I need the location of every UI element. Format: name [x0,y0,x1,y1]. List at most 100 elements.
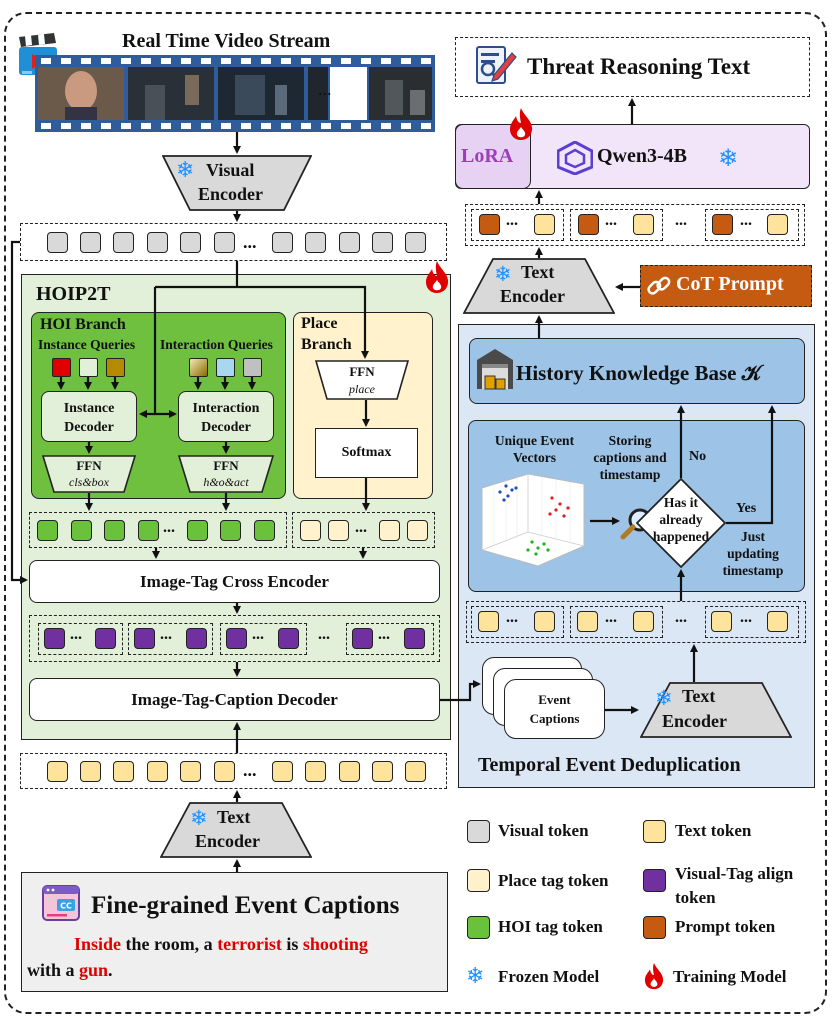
visual-token [180,232,201,253]
instance-decoder-line2: Decoder [64,420,114,435]
align-token [404,628,425,649]
prompt-token-group [570,209,663,241]
visual-encoder-line2: Encoder [198,184,263,204]
instance-decoder-line1: Instance [63,401,115,416]
text-encoder-bottom-line2: Encoder [195,831,260,851]
text-encoder-bottom-line1: Text [217,807,251,827]
prompt-token-group [471,209,564,241]
legend-hoi-tag-token: HOI tag token [498,917,603,936]
hoi-tag-token [220,520,241,541]
qwen-model-label: Qwen3-4B [597,145,687,167]
prompt-token-group [705,209,799,241]
prompt-token [578,214,599,235]
ted-text-encoder-line1: Text [682,686,716,706]
interaction-query-token [216,358,235,377]
interaction-decoder: Interaction Decoder [178,391,274,442]
softmax-box: Softmax [315,428,418,478]
align-token [95,628,116,649]
text-token [478,611,499,632]
yes-label: Yes [736,501,757,516]
ffn-cls-box-sub: cls&box [69,475,109,489]
cot-prompt-label: CoT Prompt [676,273,784,295]
lora-training-flame-icon [508,107,534,146]
ted-token-group [471,606,564,638]
caption-word: . [108,960,113,980]
image-tag-caption-decoder: Image-Tag-Caption Decoder [29,678,440,721]
caption-word: Inside [74,934,122,954]
text-token [633,214,654,235]
just-updating-line1: Just [740,529,765,544]
align-token-group [38,623,123,655]
align-token-group [220,623,307,655]
captions-box-title: Fine-grained Event Captions [91,892,400,919]
visual-token [113,232,134,253]
hoi-token-ellipsis: ... [163,519,175,536]
cross-encoder-label: Image-Tag Cross Encoder [140,572,329,591]
text-token [534,214,555,235]
prompt-token [479,214,500,235]
unique-vectors-line2: Vectors [513,450,556,465]
legend-place-tag-swatch [467,869,490,892]
instance-decoder: Instance Decoder [41,391,137,442]
fine-grained-captions-box [21,872,448,992]
visual-token [305,232,326,253]
caption-decoder-label: Image-Tag-Caption Decoder [131,690,338,709]
event-captions-doc: Event Captions [504,679,605,739]
ted-token-group [570,606,663,638]
chain-link-icon [646,273,672,304]
decision-text: Has it already happened [646,494,716,545]
visual-token [372,232,393,253]
group-ellipsis: ... [506,212,518,229]
place-token-ellipsis: ... [355,519,367,536]
text-token [534,611,555,632]
hoi-tag-token [71,520,92,541]
align-group-ellipsis: ... [70,626,82,643]
place-tag-token [379,520,400,541]
ffn-place-sub: place [349,382,375,396]
prompt-text-token-row [465,204,805,246]
softmax-label: Softmax [341,445,392,460]
just-updating-line2: updating [727,546,779,561]
storing-line1: Storing [608,433,652,448]
visual-token [214,232,235,253]
ffn-place-shape [315,360,409,400]
legend-align-token-swatch [643,869,666,892]
align-token-row [29,615,440,662]
interaction-query-token [243,358,262,377]
caption-sentence-line1: Inside the room, a terrorist is shooting [74,934,368,955]
threat-reasoning-title: Threat Reasoning Text [527,54,751,79]
legend-text-token: Text token [675,821,752,840]
text-encoder-top-shape [463,258,615,314]
visual-token [47,232,68,253]
video-caption-icon: CC [41,883,81,928]
legend-visual-token-swatch [467,820,490,843]
place-tag-token [407,520,428,541]
lora-label: LoRA [461,145,514,167]
just-updating-line3: timestamp [722,563,784,578]
decision-diamond [636,478,726,568]
event-captions-line1: Event [538,692,571,707]
visual-token [272,232,293,253]
svg-text:CC: CC [60,902,72,911]
text-token [372,761,393,782]
row-ellipsis: ... [675,609,687,626]
hoi-branch-title: HOI Branch [40,316,126,333]
text-token [767,214,788,235]
decision-line3: happened [652,529,710,544]
just-updating-label: Just updating timestamp [713,528,793,579]
text-token [577,611,598,632]
align-token [44,628,65,649]
hoi-tag-token [104,520,125,541]
hoip2t-title: HOIP2T [36,283,111,305]
threat-reasoning-box [455,37,810,97]
ffn-cls-box-shape [42,455,136,493]
align-group-ellipsis: ... [378,626,390,643]
instance-query-token [106,358,125,377]
place-branch-title-line1: Place [301,315,338,332]
decision-line1: Has it [663,495,699,510]
group-ellipsis: ... [740,212,752,229]
text-token [272,761,293,782]
group-ellipsis: ... [506,609,518,626]
caption-word: shooting [302,934,368,954]
hoi-tag-token [37,520,58,541]
